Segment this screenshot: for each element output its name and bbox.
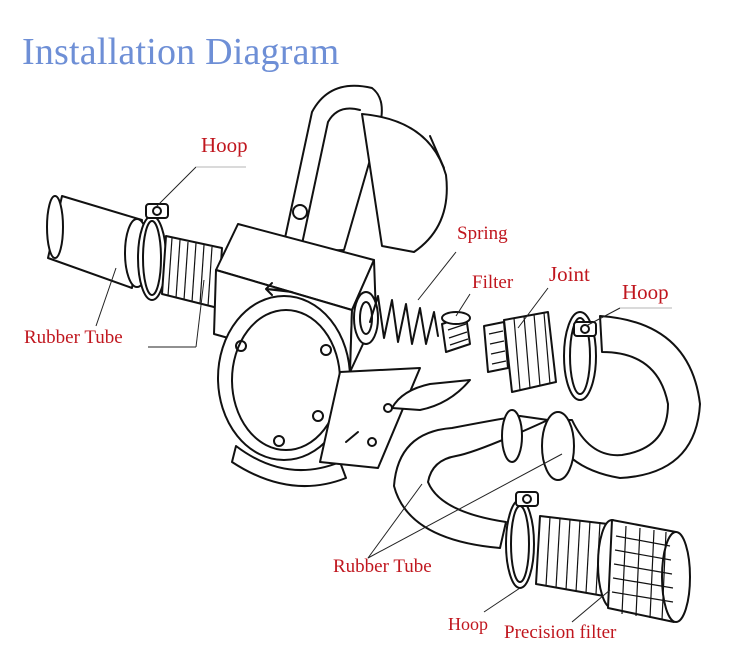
- right-hoop: [563, 311, 597, 401]
- label-rubber-tube-left: Rubber Tube: [24, 327, 123, 348]
- label-filter: Filter: [472, 272, 514, 293]
- diagram-title: Installation Diagram: [22, 31, 340, 73]
- inlet-filter: [441, 311, 471, 353]
- mounting-bracket: [319, 367, 421, 469]
- label-spring: Spring: [457, 223, 508, 244]
- u-rubber-tube: [391, 315, 701, 549]
- label-rubber-tube-bottom: Rubber Tube: [333, 556, 432, 577]
- label-hoop-top-left: Hoop: [201, 133, 248, 157]
- bottom-hoop: [505, 491, 539, 589]
- label-joint: Joint: [549, 262, 590, 286]
- spring: [369, 295, 439, 345]
- label-precision-filter: Precision filter: [504, 622, 617, 643]
- left-threaded-fitting: [161, 235, 223, 309]
- pump-cover: [217, 295, 351, 487]
- precision-filter: [535, 515, 691, 623]
- label-hoop-bottom: Hoop: [448, 614, 488, 634]
- left-rubber-tube: [46, 195, 150, 289]
- leader-lines: [95, 166, 672, 623]
- joint-fitting: [483, 311, 557, 393]
- label-hoop-right: Hoop: [622, 280, 669, 304]
- pump-handle: [281, 84, 448, 253]
